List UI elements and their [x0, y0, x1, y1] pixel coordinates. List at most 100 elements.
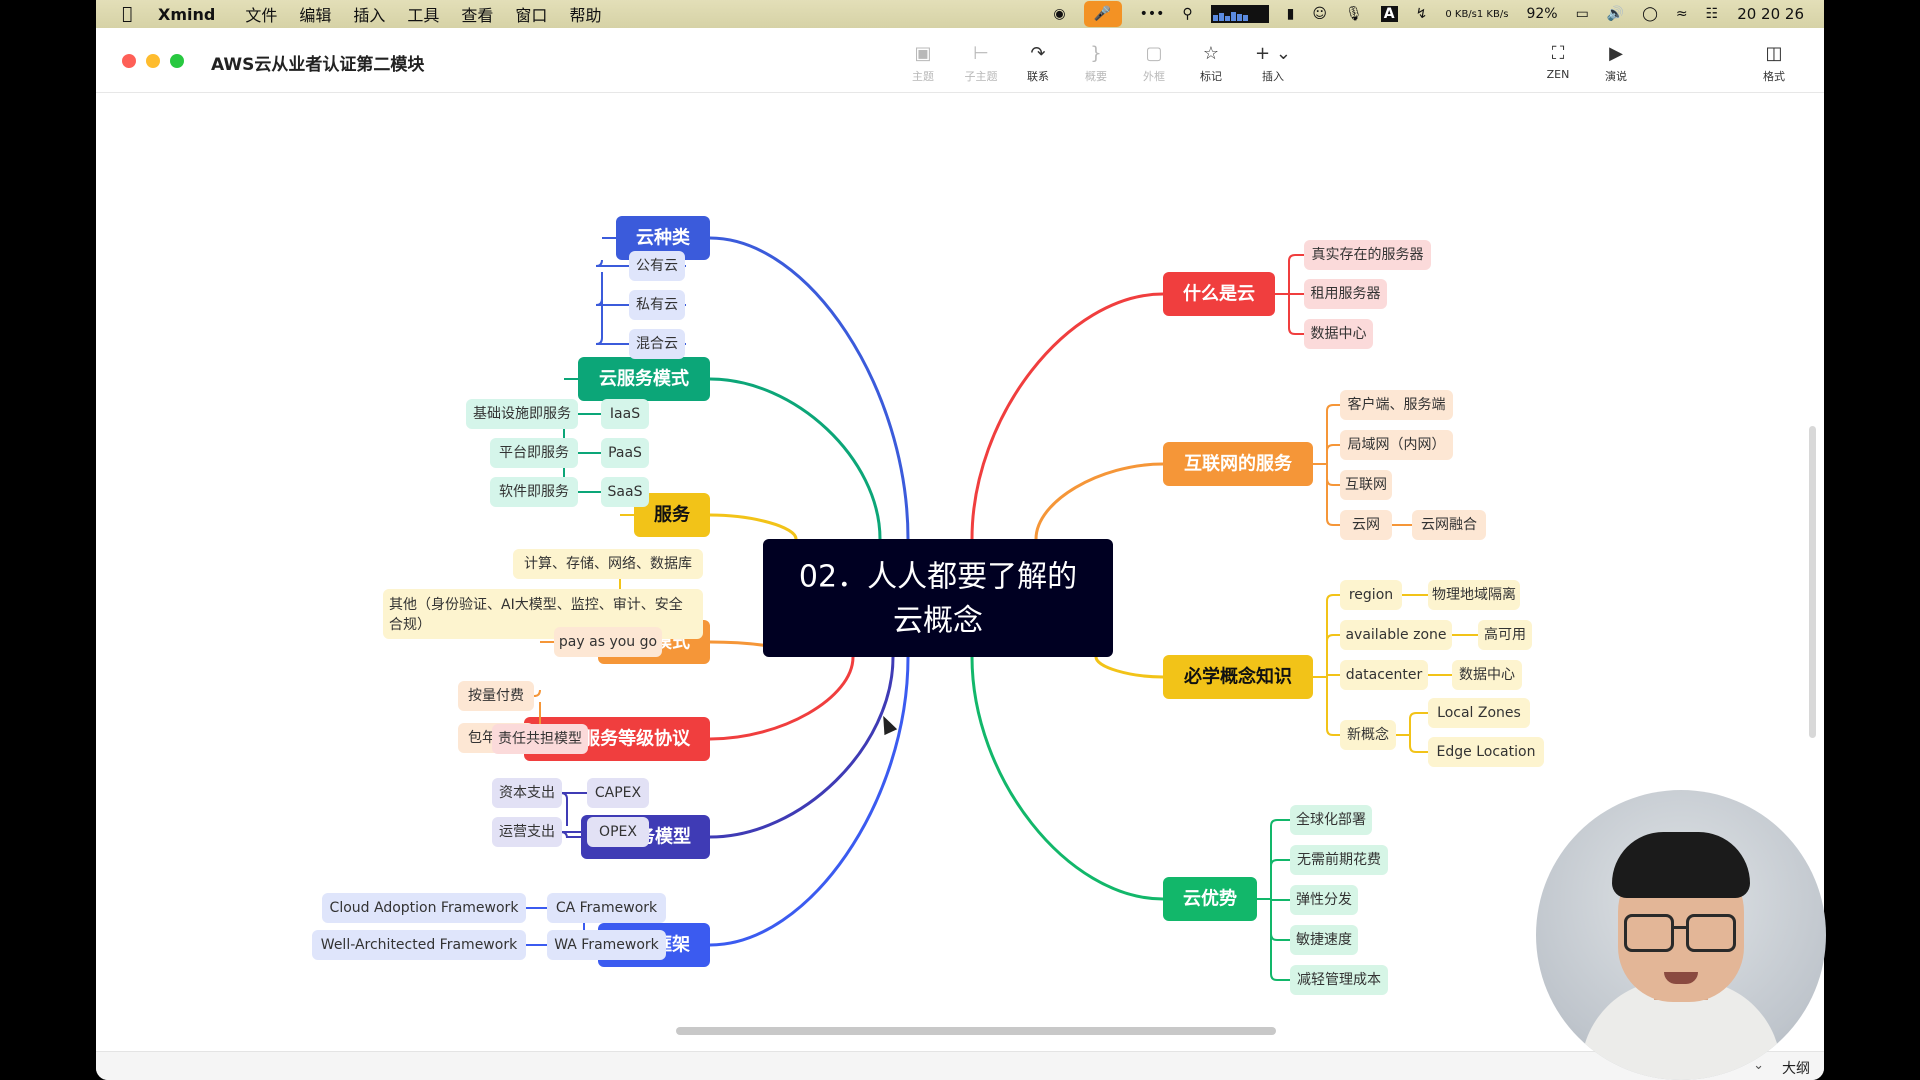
- zen-button[interactable]: ⛶ZEN: [1530, 42, 1586, 81]
- marker-button[interactable]: ☆标记: [1183, 42, 1239, 84]
- dictation-icon[interactable]: 🎙: [1344, 6, 1363, 22]
- control-center-icon[interactable]: ☷: [1705, 6, 1719, 22]
- topic-button[interactable]: ▣主题: [895, 42, 951, 84]
- sub-internet-services-0[interactable]: [1340, 390, 1453, 420]
- clock[interactable]: 20 20 26: [1737, 5, 1804, 23]
- bolt-icon[interactable]: ↯: [1415, 6, 1428, 22]
- menu-view[interactable]: 查看: [461, 6, 494, 25]
- sub-sla-0[interactable]: [492, 724, 588, 754]
- topic-service-models[interactable]: [578, 357, 710, 401]
- sub-payment-0[interactable]: [554, 627, 662, 657]
- topic-must-know[interactable]: [1163, 655, 1313, 699]
- sub-internet-services-3[interactable]: [1340, 510, 1392, 540]
- sub-advantages-4[interactable]: [1290, 965, 1388, 995]
- menu-window[interactable]: 窗口: [515, 6, 548, 25]
- topic-internet-services[interactable]: [1163, 442, 1313, 486]
- leaf-service-models-2[interactable]: [490, 477, 578, 507]
- battery-icon[interactable]: ▭: [1575, 6, 1589, 22]
- format-button[interactable]: ◫格式: [1746, 42, 1802, 84]
- marker-label: 标记: [1200, 70, 1222, 83]
- sub-must-know-2[interactable]: [1340, 660, 1428, 690]
- sub-frameworks-1[interactable]: [547, 930, 666, 960]
- sub-cloud-types-0[interactable]: [629, 251, 685, 281]
- conn-cloud-types-arm-0: [595, 259, 686, 267]
- leaf-payment-0[interactable]: [458, 681, 534, 711]
- sub-it-finance-1[interactable]: [587, 817, 649, 847]
- net-down-label: 1 KB/s: [1476, 8, 1509, 20]
- sub-advantages-3[interactable]: [1290, 925, 1358, 955]
- outline-button[interactable]: 大纲: [1782, 1061, 1810, 1077]
- sub-must-know-3[interactable]: [1340, 720, 1396, 750]
- mindmap[interactable]: 02．人人都要了解的云概念云种类云服务模式服务付费模式SLA服务等级协议IT财务…: [96, 93, 1824, 1051]
- sub-services-1[interactable]: [383, 589, 703, 639]
- horizontal-scrollbar[interactable]: [676, 1027, 1276, 1035]
- apple-icon[interactable]: : [122, 4, 144, 24]
- summary-button[interactable]: }概要: [1068, 42, 1124, 84]
- sub-service-models-1[interactable]: [601, 438, 649, 468]
- root-topic[interactable]: [763, 539, 1113, 657]
- leaf-must-know-2[interactable]: [1452, 660, 1522, 690]
- leaf-it-finance-0[interactable]: [492, 778, 562, 808]
- sub-must-know-0[interactable]: [1340, 580, 1402, 610]
- sub-frameworks-0[interactable]: [547, 893, 666, 923]
- sub-cloud-types-2[interactable]: [629, 329, 685, 359]
- sub-advantages-0[interactable]: [1290, 805, 1372, 835]
- app-menu[interactable]: Xmind: [158, 4, 216, 24]
- leaf-must-know-0[interactable]: [1428, 580, 1520, 610]
- wifi-icon[interactable]: ≈: [1675, 6, 1688, 22]
- topic-cloud-types[interactable]: [616, 216, 710, 260]
- maximize-window-button[interactable]: [170, 54, 184, 68]
- leaf-internet-services-3[interactable]: [1412, 510, 1486, 540]
- leaf-it-finance-1[interactable]: [492, 817, 562, 847]
- sub-what-is-cloud-2[interactable]: [1304, 319, 1373, 349]
- glasses-bridge: [1672, 926, 1686, 929]
- leaf-must-know-3-1[interactable]: [1428, 737, 1544, 767]
- sub-advantages-2[interactable]: [1290, 885, 1358, 915]
- leaf-must-know-1-label: 高可用: [1484, 626, 1526, 643]
- vertical-scrollbar[interactable]: [1809, 426, 1816, 738]
- net-up-label: 0 KB/s: [1445, 8, 1477, 20]
- subtopic-button[interactable]: ⊢子主题: [953, 42, 1009, 84]
- more-icon[interactable]: •••: [1139, 6, 1165, 22]
- sub-what-is-cloud-0[interactable]: [1304, 240, 1431, 270]
- boundary-button[interactable]: ▢外框: [1126, 42, 1182, 84]
- topic-what-is-cloud[interactable]: [1163, 272, 1275, 316]
- leaf-frameworks-1[interactable]: [312, 930, 526, 960]
- leaf-must-know-1[interactable]: [1478, 620, 1532, 650]
- sub-must-know-1[interactable]: [1340, 620, 1452, 650]
- menu-edit[interactable]: 编辑: [299, 6, 332, 25]
- topic-advantages[interactable]: [1163, 877, 1257, 921]
- menu-insert[interactable]: 插入: [353, 6, 386, 25]
- pitch-button[interactable]: ▶演说: [1588, 42, 1644, 84]
- sub-service-models-0[interactable]: [601, 399, 649, 429]
- sub-it-finance-0[interactable]: [587, 778, 649, 808]
- leaf-must-know-3-0[interactable]: [1428, 698, 1530, 728]
- leaf-service-models-1[interactable]: [490, 438, 578, 468]
- user-icon[interactable]: ◯: [1642, 6, 1658, 22]
- sub-internet-services-1[interactable]: [1340, 430, 1453, 460]
- menu-file[interactable]: 文件: [245, 6, 278, 25]
- menu-tools[interactable]: 工具: [407, 6, 440, 25]
- branch-line-internet-services: [1034, 462, 1164, 540]
- insert-button[interactable]: + ⌄插入: [1245, 42, 1301, 84]
- sub-services-0[interactable]: [513, 549, 703, 579]
- leaf-frameworks-0[interactable]: [322, 893, 526, 923]
- menu-help[interactable]: 帮助: [569, 6, 602, 25]
- volume-icon[interactable]: 🔊: [1606, 6, 1625, 22]
- relationship-button[interactable]: ↷联系: [1010, 42, 1066, 84]
- record-icon[interactable]: ◉: [1053, 6, 1066, 22]
- sub-service-models-2[interactable]: [601, 477, 649, 507]
- mindmap-canvas[interactable]: 02．人人都要了解的云概念云种类云服务模式服务付费模式SLA服务等级协议IT财务…: [96, 93, 1824, 1051]
- leaf-service-models-0[interactable]: [466, 399, 578, 429]
- topic-services[interactable]: [634, 493, 710, 537]
- emoji-icon[interactable]: ☺: [1312, 6, 1327, 22]
- sub-advantages-1[interactable]: [1290, 845, 1388, 875]
- close-window-button[interactable]: [122, 54, 136, 68]
- minimize-window-button[interactable]: [146, 54, 160, 68]
- sub-internet-services-2[interactable]: [1340, 470, 1392, 500]
- microphone-active-icon[interactable]: 🎤: [1083, 1, 1122, 27]
- search-icon[interactable]: ⚲: [1182, 6, 1193, 22]
- sub-cloud-types-1[interactable]: [629, 290, 685, 320]
- input-method-icon[interactable]: A: [1380, 6, 1398, 22]
- sub-what-is-cloud-1[interactable]: [1304, 279, 1387, 309]
